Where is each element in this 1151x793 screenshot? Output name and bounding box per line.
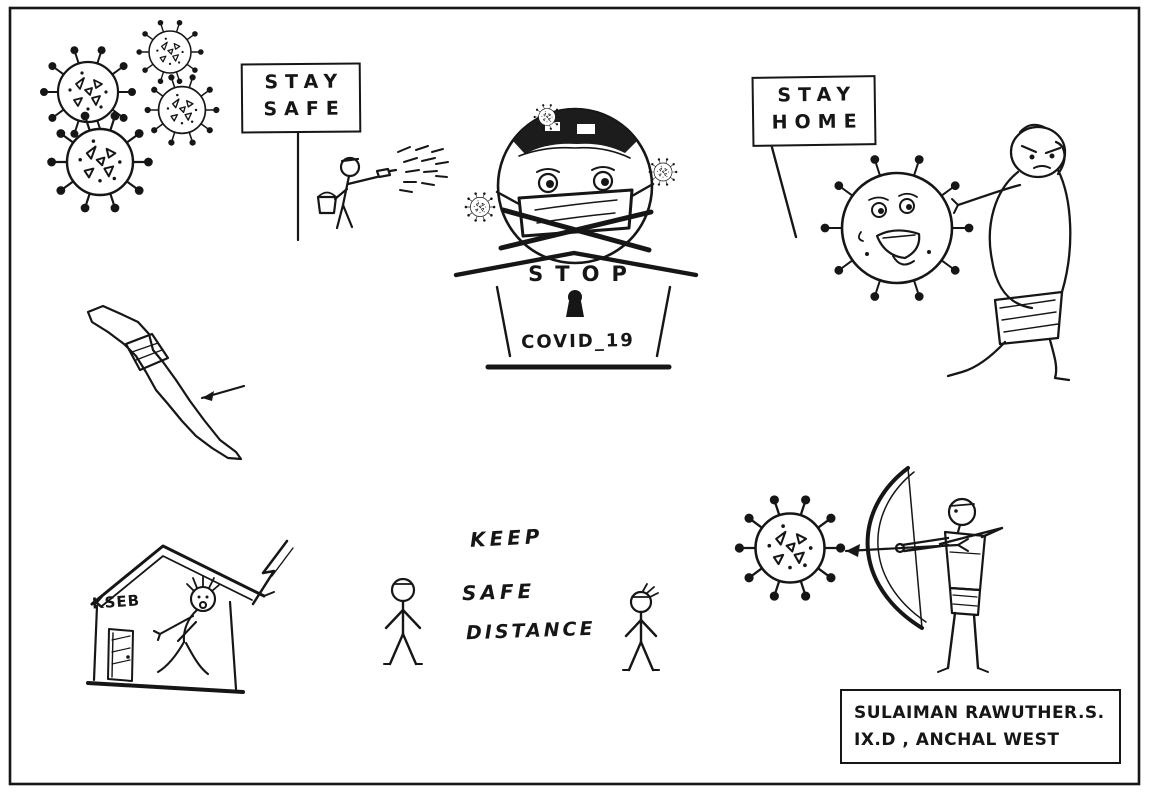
stop-house-outline bbox=[453, 250, 699, 370]
sign-text: SAFE bbox=[263, 97, 346, 121]
sign-text: STAY bbox=[777, 83, 858, 107]
person-at-house-drawing bbox=[152, 575, 220, 676]
coronavirus-icon bbox=[144, 74, 220, 146]
stick-figure-right bbox=[622, 583, 660, 672]
kicked-virus-drawing bbox=[820, 155, 974, 301]
distance-label: DISTANCE bbox=[465, 617, 596, 645]
archer-scene bbox=[734, 466, 1004, 673]
spray-droplets bbox=[397, 145, 449, 193]
archer-drawing bbox=[894, 497, 1004, 673]
kicking-person-drawing bbox=[946, 123, 1072, 382]
signature-class: IX.D , ANCHAL WEST bbox=[854, 730, 1060, 750]
door bbox=[107, 628, 134, 682]
cross-stroke bbox=[500, 207, 652, 253]
coronavirus-cluster bbox=[39, 19, 220, 213]
kerala-map-drawing bbox=[86, 304, 246, 461]
bow-and-arrow-icon bbox=[844, 466, 969, 630]
safe-label: SAFE bbox=[461, 578, 536, 606]
coronavirus-icon bbox=[136, 19, 204, 85]
archer-target-virus bbox=[734, 495, 846, 601]
keyhole-icon bbox=[568, 290, 582, 304]
masked-globe-drawing bbox=[495, 107, 655, 265]
map-mask-band bbox=[124, 332, 170, 372]
lightning-bolt-icon bbox=[251, 539, 294, 606]
keep-label: KEEP bbox=[469, 524, 545, 552]
covid19-label: COVID_19 bbox=[520, 330, 636, 353]
page-border bbox=[8, 6, 1141, 786]
sign-text: HOME bbox=[771, 110, 864, 134]
signature-box: SULAIMAN RAWUTHER.S. IX.D , ANCHAL WEST bbox=[840, 689, 1121, 764]
sign-text: STAY bbox=[264, 70, 345, 94]
stop-label: STOP bbox=[528, 262, 639, 286]
kseb-house-label: KSEB bbox=[91, 591, 141, 613]
kseb-house-drawing bbox=[86, 539, 294, 694]
coronavirus-icon bbox=[464, 192, 496, 222]
stick-figure-left bbox=[383, 577, 423, 666]
signpost-pole bbox=[768, 138, 798, 239]
stay-home-signboard: STAY HOME bbox=[751, 75, 877, 147]
stay-safe-signboard: STAY SAFE bbox=[240, 62, 362, 134]
signature-name: SULAIMAN RAWUTHER.S. bbox=[854, 703, 1105, 723]
sanitizer-sprayer-figure bbox=[296, 125, 449, 242]
stay-home-scene bbox=[768, 123, 1072, 382]
